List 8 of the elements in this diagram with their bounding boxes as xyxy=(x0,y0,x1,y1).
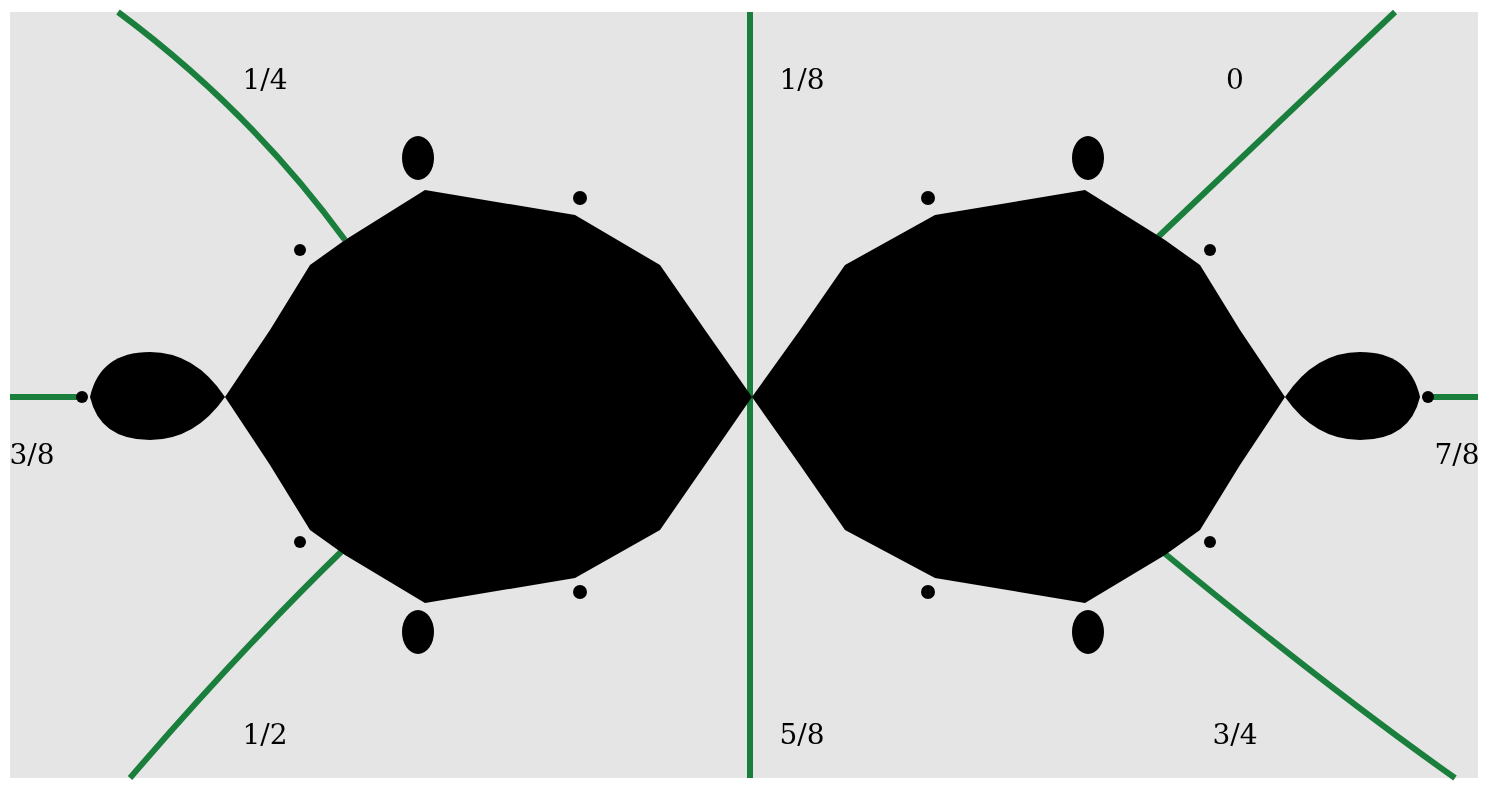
ray-label: 1/4 xyxy=(242,66,288,94)
ray-label: 1/8 xyxy=(779,66,825,94)
ray-label: 7/8 xyxy=(1434,441,1480,469)
ray-label: 3/8 xyxy=(9,441,55,469)
ray-label: 5/8 xyxy=(779,721,825,749)
ray-label: 0 xyxy=(1226,66,1244,94)
ray-label: 3/4 xyxy=(1212,721,1258,749)
ray-label: 1/2 xyxy=(242,721,288,749)
